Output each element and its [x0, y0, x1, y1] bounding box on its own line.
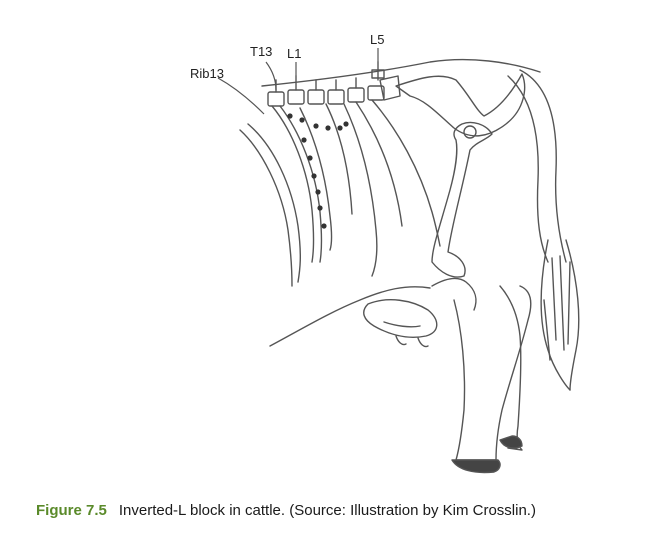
label-l5: L5: [370, 32, 384, 47]
injection-dots: [287, 113, 349, 229]
ribs: [239, 99, 441, 287]
leader-rib13: [217, 77, 265, 115]
cattle-anatomy-illustration: T13 L1 L5 Rib13: [190, 32, 580, 474]
label-l1: L1: [287, 46, 301, 61]
tail-base-inner: [507, 75, 549, 263]
hand-or-udder: [363, 299, 438, 338]
back-contour: [261, 58, 541, 87]
tail-switch: [540, 239, 580, 391]
vertebrae: [267, 61, 401, 107]
hoof-front: [451, 459, 501, 474]
hind-leg: [453, 285, 532, 461]
hoof-back: [499, 435, 523, 449]
label-t13: T13: [250, 44, 272, 59]
figure-number: Figure 7.5: [36, 502, 107, 519]
belly: [269, 286, 431, 347]
tail-base: [519, 69, 567, 263]
pelvis: [395, 73, 526, 137]
label-rib13: Rib13: [190, 66, 224, 81]
caption-text: Inverted-L block in cattle. (Source: Ill…: [118, 502, 536, 519]
femur: [431, 121, 493, 278]
leader-t13: [265, 61, 277, 91]
figure-caption: Figure 7.5 Inverted-L block in cattle. (S…: [36, 502, 636, 519]
